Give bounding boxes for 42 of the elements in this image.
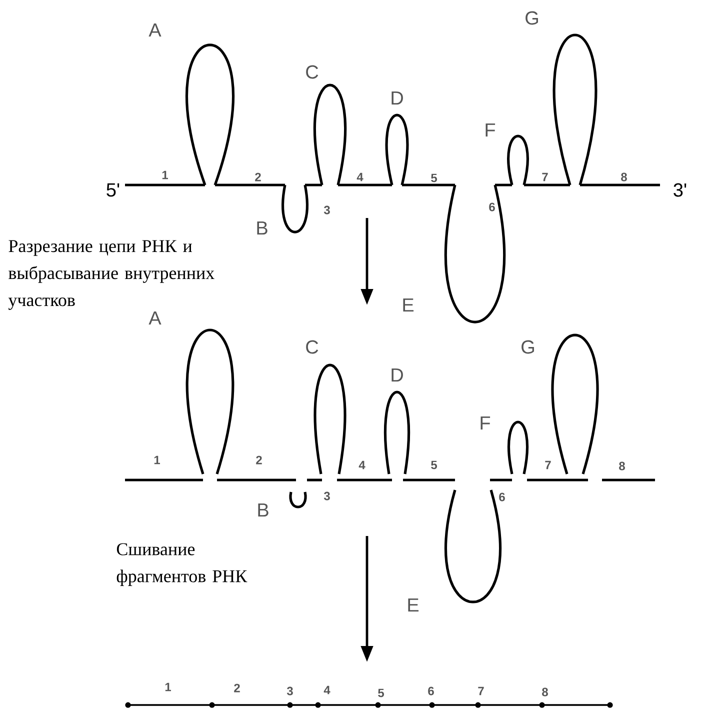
segment-number: 7 [542,172,548,182]
strand-end-label: 3' [674,183,686,197]
segment-number: 5 [378,688,384,698]
segment-number: 3 [324,492,330,500]
loop-letter: C [306,340,318,354]
loop-letter: A [148,23,162,37]
segment-number: 6 [489,202,495,212]
loop-letter: F [486,123,496,137]
segment-number: 8 [619,462,625,470]
loop-letter: D [392,91,403,105]
segment-number: 1 [162,170,168,180]
loop-letter: E [403,298,414,312]
loop-letter: F [480,416,490,430]
step-caption: Разрезание цепи РНК и выбрасывание внутренних участков [8,240,214,310]
loop-letter: B [257,221,268,235]
segment-number: 2 [255,172,261,182]
segment-number: 3 [324,206,330,214]
strand-end-label: 5' [106,183,120,197]
segment-number: 5 [431,460,437,470]
segment-number: 4 [324,686,330,694]
segment-number: 2 [256,456,262,464]
step-caption: Сшивание фрагментов РНК [116,543,248,586]
segment-number: 2 [234,684,240,692]
segment-number: 1 [154,456,160,464]
segment-number: 7 [545,460,551,470]
loop-letter: G [526,11,538,25]
segment-number: 6 [428,686,434,696]
segment-number: 5 [431,174,437,182]
loop-letter: D [392,368,403,382]
loop-letter: G [522,340,534,354]
segment-number: 8 [542,688,548,696]
segment-number: 1 [165,682,171,692]
segment-number: 4 [358,460,366,470]
loop-letter: A [148,311,162,325]
loop-letter: E [408,598,419,612]
segment-number: 8 [621,172,627,182]
loop-letter: C [306,65,318,79]
segment-number: 7 [478,686,484,696]
segment-number: 6 [499,492,505,502]
segment-number: 3 [286,686,293,696]
segment-number: 4 [356,172,364,182]
loop-letter: B [258,503,268,517]
